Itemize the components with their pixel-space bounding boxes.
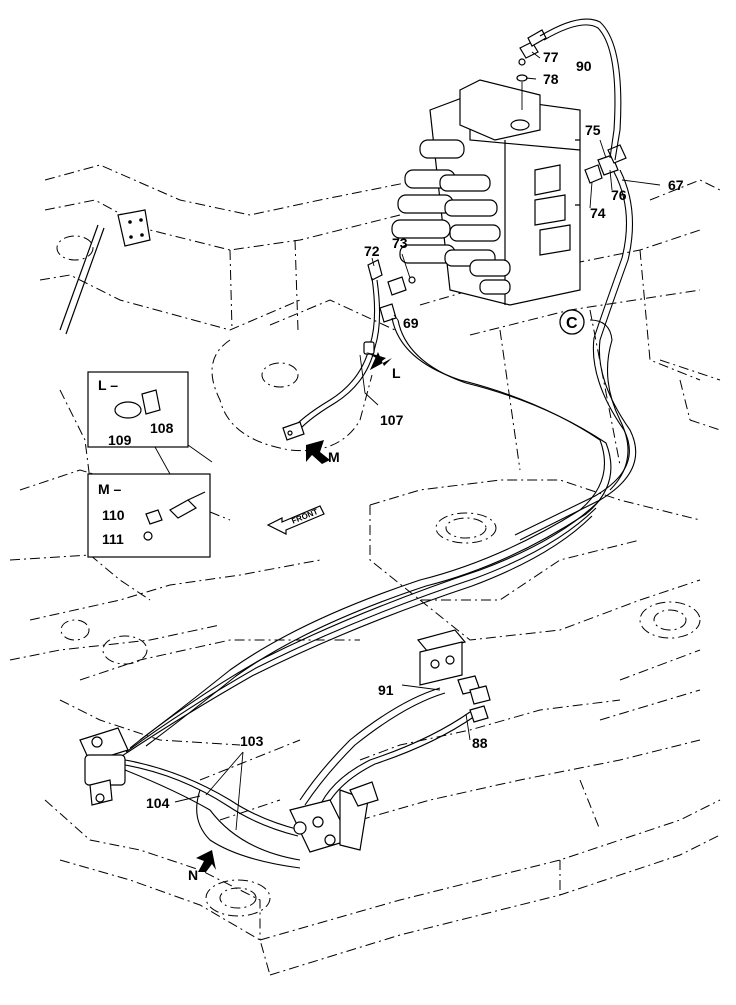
view-letters: L M N [188, 365, 401, 883]
callout-107: 107 [380, 412, 404, 428]
view-l-label: L [392, 365, 401, 381]
shuttle-valve [416, 629, 491, 723]
callout-78: 78 [543, 71, 559, 87]
pilot-valve-left [79, 727, 129, 806]
pedal-valve-center [289, 781, 379, 853]
view-marker-c: C [559, 309, 585, 335]
fitting-69 [379, 303, 397, 323]
part-111-shape [143, 531, 153, 541]
fitting-72-73 [367, 259, 416, 296]
callout-109: 109 [108, 432, 132, 448]
callout-91: 91 [378, 682, 394, 698]
inset-l: L – 108 109 [87, 371, 189, 448]
callout-74: 74 [590, 205, 606, 221]
view-n-label: N [188, 867, 198, 883]
valve-caps [534, 139, 580, 256]
inset-l-title: L – [98, 377, 118, 393]
inset-connector [154, 446, 171, 475]
valve-spools [391, 139, 511, 295]
callout-103: 103 [240, 733, 264, 749]
control-valve [391, 79, 581, 306]
front-label: FRONT [290, 507, 319, 526]
fitting-77 [518, 29, 547, 66]
callout-73: 73 [392, 235, 408, 251]
front-arrow: FRONT [266, 505, 325, 535]
callout-88: 88 [472, 735, 488, 751]
part-108-shape [141, 389, 161, 415]
inset-m: M – 110 111 [87, 473, 211, 558]
view-arrow-n [196, 850, 216, 872]
callout-77: 77 [543, 49, 559, 65]
hose-clip-l [363, 341, 375, 355]
callouts: 77 78 90 75 76 67 74 72 73 69 107 91 88 … [146, 49, 684, 811]
mount-bracket [59, 209, 151, 335]
callout-104: 104 [146, 795, 170, 811]
view-arrow-m [306, 440, 330, 464]
hoses [121, 18, 637, 869]
fitting-75-76 [584, 144, 627, 184]
callout-111: 111 [102, 531, 124, 547]
callout-75: 75 [585, 122, 601, 138]
part-109-shape [114, 401, 142, 419]
view-arrow-l [366, 352, 392, 370]
frame-outline [9, 164, 721, 976]
callout-90: 90 [576, 58, 592, 74]
callout-110: 110 [102, 507, 125, 523]
callout-67: 67 [668, 177, 684, 193]
callout-76: 76 [611, 187, 627, 203]
part-110-shape [145, 509, 163, 525]
inset-m-title: M – [98, 481, 122, 497]
frame-holes [56, 235, 701, 917]
view-c-label: C [566, 315, 578, 332]
callout-69: 69 [403, 315, 419, 331]
view-m-label: M [328, 449, 340, 465]
hose-connector-m [282, 421, 305, 441]
callout-72: 72 [364, 243, 380, 259]
callout-108: 108 [150, 420, 174, 436]
leader-lines [125, 51, 661, 831]
